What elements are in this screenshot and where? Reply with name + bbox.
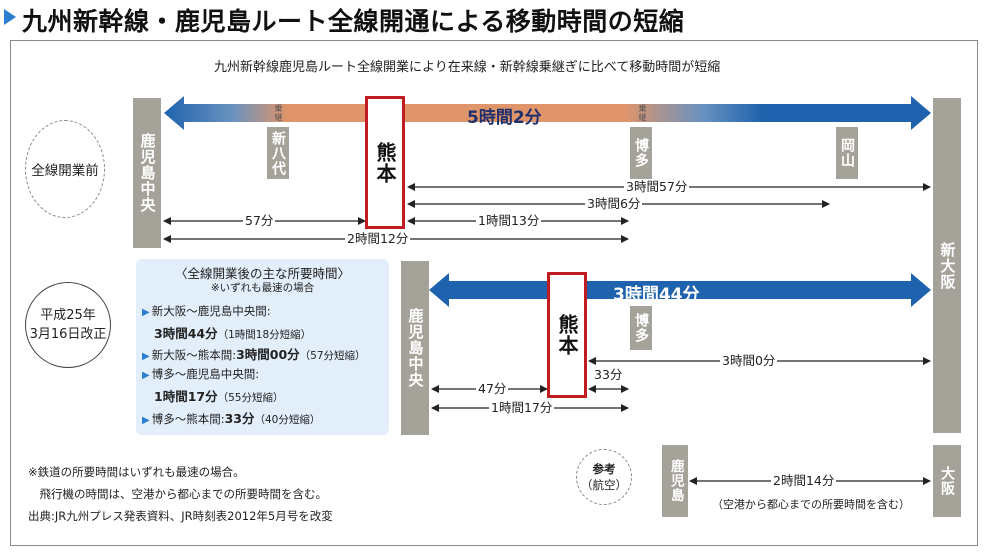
station-okayama: 岡山: [836, 127, 858, 179]
info-note: ※いずれも最速の場合: [210, 282, 315, 294]
label-57m: 57分: [243, 213, 276, 228]
info-item: ▶新大阪～熊本間:3時間00分（57分短縮）: [142, 347, 366, 362]
label-1h17: 1時間17分: [489, 400, 555, 415]
reference-circle: 参考 （航空）: [576, 449, 632, 505]
bullet-icon: ▶: [142, 351, 150, 362]
label-air-time: 2時間14分: [771, 473, 837, 488]
label-3h0: 3時間0分: [720, 353, 778, 368]
station-hakata-before: 博多: [630, 127, 652, 179]
bullet-icon: ▶: [142, 415, 150, 426]
label-3h6: 3時間6分: [585, 196, 643, 211]
label-3h57: 3時間57分: [624, 179, 690, 194]
station-hakata-after: 博多: [630, 306, 652, 350]
footnote: 飛行機の時間は、空港から都心までの所要時間を含む。: [28, 487, 327, 501]
station-shinyatsushiro: 新八代: [267, 127, 289, 179]
bullet-icon: ▶: [142, 307, 150, 318]
reference-kagoshima: 鹿児島: [662, 445, 688, 517]
before-main-arrow: [164, 96, 931, 130]
info-item: ▶博多～鹿児島中央間:: [142, 367, 260, 381]
revision-date-circle: 平成25年 3月16日改正: [25, 282, 111, 368]
label-2h12: 2時間12分: [345, 231, 411, 246]
footnote: ※鉄道の所要時間はいずれも最速の場合。: [28, 465, 245, 479]
label-33m: 33分: [592, 367, 625, 382]
diagram-frame: [10, 40, 978, 546]
info-item: ▶新大阪～鹿児島中央間:: [142, 304, 271, 318]
after-main-time: 3時間44分: [613, 285, 700, 305]
source-note: 出典:JR九州プレス発表資料、JR時刻表2012年5月号を改変: [28, 509, 333, 523]
before-kagoshima-chuo-bar: 鹿児島中央: [133, 98, 161, 248]
bullet-icon: ▶: [142, 370, 150, 381]
travel-time-info-box: 〈全線開業後の主な所要時間〉 ※いずれも最速の場合 ▶新大阪～鹿児島中央間: 3…: [136, 259, 389, 435]
shin-osaka-bar: 新大阪: [933, 98, 961, 433]
reference-note: （空港から都心までの所要時間を含む）: [712, 498, 910, 511]
before-circle: 全線開業前: [25, 120, 105, 218]
reference-osaka: 大阪: [933, 445, 961, 517]
diagram-subtitle: 九州新幹線鹿児島ルート全線開業により在来線・新幹線乗継ぎに比べて移動時間が短縮: [214, 60, 721, 75]
page-title: 九州新幹線・鹿児島ルート全線開通による移動時間の短縮: [22, 7, 685, 36]
info-item: 3時間44分（1時間18分短縮）: [154, 326, 312, 341]
transfer-mark-shinyatsushiro: 乗継: [274, 104, 283, 122]
label-1h13: 1時間13分: [476, 213, 542, 228]
before-main-time: 5時間2分: [467, 108, 542, 128]
info-item: ▶博多～熊本間:33分（40分短縮）: [142, 411, 321, 426]
transfer-mark-hakata: 乗継: [638, 104, 647, 122]
kumamoto-before-box: 熊本: [365, 96, 405, 229]
label-47m: 47分: [476, 381, 509, 396]
title-marker-icon: [4, 9, 16, 25]
info-item: 1時間17分（55分短縮）: [154, 389, 284, 404]
after-kagoshima-chuo-bar: 鹿児島中央: [401, 261, 429, 435]
info-heading: 〈全線開業後の主な所要時間〉: [174, 266, 350, 281]
kumamoto-after-box: 熊本: [547, 272, 587, 398]
